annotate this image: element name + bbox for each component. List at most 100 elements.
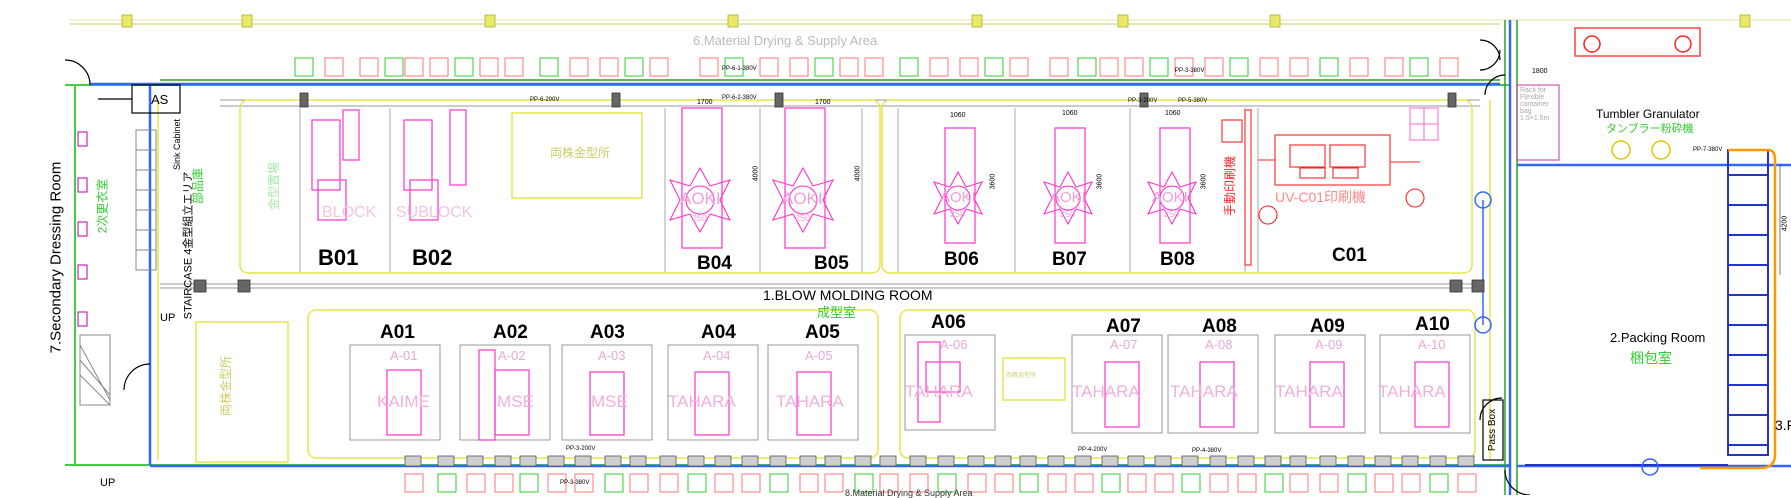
equipment-box bbox=[984, 57, 1004, 77]
room-label-supply: 6.Material Drying & Supply Area bbox=[693, 33, 878, 48]
equipment-box bbox=[437, 473, 457, 493]
machine-label-b06: B06 bbox=[944, 249, 979, 270]
brand-a08: TAHARA bbox=[1170, 382, 1238, 401]
rack-label: Rack for Flexible container bag 1.5×1.5m bbox=[1520, 87, 1550, 122]
pump-unit bbox=[519, 455, 537, 467]
brand-a05: TAHARA bbox=[776, 392, 844, 411]
brand-a04: TAHARA bbox=[668, 392, 736, 411]
equipment-box bbox=[687, 473, 707, 493]
pump-unit bbox=[629, 455, 647, 467]
dim-label: 1700 bbox=[815, 99, 831, 106]
mold-room-label: 両株金型所 bbox=[1006, 373, 1037, 379]
pump-unit bbox=[967, 455, 985, 467]
pump-unit bbox=[937, 455, 955, 467]
equipment-box bbox=[967, 473, 987, 493]
machine-label-c01: C01 bbox=[1332, 245, 1367, 266]
equipment-box bbox=[1101, 473, 1121, 493]
equipment-box bbox=[789, 57, 809, 77]
pump-unit bbox=[1429, 455, 1447, 467]
equipment-box bbox=[604, 473, 624, 493]
pump-unit bbox=[1127, 455, 1145, 467]
bottom-note: 8.Material Drying & Supply Area bbox=[845, 488, 973, 498]
machine-label-a03: A03 bbox=[590, 322, 625, 343]
tumbler-label-jp: タンブラー粉砕機 bbox=[1606, 123, 1694, 135]
equipment-box bbox=[714, 473, 734, 493]
equipment-box bbox=[294, 57, 314, 77]
machine-label-a02: A02 bbox=[493, 322, 528, 343]
dim-label: 4200 bbox=[1781, 215, 1789, 232]
aoki-size-b04: 250 bbox=[692, 213, 708, 223]
equipment-box bbox=[599, 57, 619, 77]
pump-unit bbox=[799, 455, 817, 467]
machine-label-a06: A06 bbox=[931, 312, 966, 333]
equipment-box bbox=[1409, 57, 1429, 77]
equipment-box bbox=[1019, 473, 1039, 493]
equipment-box bbox=[1204, 57, 1224, 77]
equipment-box bbox=[899, 57, 919, 77]
power-label: PP-3-380V bbox=[560, 480, 590, 486]
aoki-label-b08: AOKI bbox=[1152, 189, 1188, 206]
room-label-blow-molding: 1.BLOW MOLDING ROOM bbox=[763, 287, 933, 303]
aoki-label-b04: AOKI bbox=[680, 189, 721, 208]
pump-unit bbox=[1401, 455, 1419, 467]
power-label: PP-3-380V bbox=[1175, 68, 1205, 74]
machine-label-b05: B05 bbox=[814, 253, 849, 274]
machine-tag-a09: A-09 bbox=[1315, 337, 1343, 352]
equipment-box bbox=[929, 57, 949, 77]
pump-unit bbox=[854, 455, 872, 467]
equipment-box bbox=[864, 57, 884, 77]
pump-unit bbox=[824, 455, 842, 467]
equipment-box bbox=[699, 57, 719, 77]
equipment-box bbox=[1401, 473, 1421, 493]
brand-a02: MSE bbox=[497, 392, 534, 411]
equipment-box bbox=[799, 473, 819, 493]
equipment-box bbox=[1347, 473, 1367, 493]
brand-a01: KAIME bbox=[377, 392, 430, 411]
equipment-box bbox=[994, 473, 1014, 493]
as-label: AS bbox=[151, 92, 169, 107]
dim-label: 1700 bbox=[697, 99, 713, 106]
equipment-box bbox=[359, 57, 379, 77]
equipment-box bbox=[854, 473, 874, 493]
brand-a06: TAHARA bbox=[905, 382, 973, 401]
machine-label-b04: B04 bbox=[697, 253, 732, 274]
equipment-box bbox=[1457, 473, 1477, 493]
pump-unit bbox=[547, 455, 565, 467]
equipment-box bbox=[839, 57, 859, 77]
up-label: UP bbox=[160, 312, 176, 324]
machine-tag-a04: A-04 bbox=[703, 348, 731, 363]
aoki-size-b06: 250 bbox=[950, 209, 966, 219]
pump-unit bbox=[1319, 455, 1337, 467]
equipment-box bbox=[1237, 473, 1257, 493]
equipment-box bbox=[909, 473, 929, 493]
equipment-box bbox=[1289, 473, 1309, 493]
dim-label: 4000 bbox=[854, 165, 862, 182]
uv-printer-label: UV-C01印刷機 bbox=[1275, 189, 1367, 205]
pump-unit bbox=[574, 455, 592, 467]
machine-tag-a05: A-05 bbox=[805, 348, 833, 363]
tumbler-label: Tumbler Granulator bbox=[1596, 107, 1700, 121]
room-label-dressing-jp: 2次更衣室 bbox=[95, 178, 110, 234]
machine-label-a05: A05 bbox=[805, 322, 840, 343]
equipment-box bbox=[454, 57, 474, 77]
brand-a07: TAHARA bbox=[1072, 382, 1140, 401]
pump-unit bbox=[604, 455, 622, 467]
dim-label: 1060 bbox=[1062, 110, 1078, 117]
dim-label: 1060 bbox=[1165, 110, 1181, 117]
pump-unit bbox=[1047, 455, 1065, 467]
pump-unit bbox=[1154, 455, 1172, 467]
dim-label: 1060 bbox=[950, 112, 966, 119]
machine-tag-a03: A-03 bbox=[598, 348, 626, 363]
equipment-box bbox=[1181, 473, 1201, 493]
equipment-box bbox=[1127, 473, 1147, 493]
equipment-box bbox=[384, 57, 404, 77]
equipment-box bbox=[1439, 57, 1459, 77]
pump-unit bbox=[741, 455, 759, 467]
equipment-box bbox=[547, 473, 567, 493]
machine-tag-a02: A-02 bbox=[498, 348, 526, 363]
equipment-box bbox=[519, 473, 539, 493]
equipment-box bbox=[574, 473, 594, 493]
brand-a09: TAHARA bbox=[1275, 382, 1343, 401]
equipment-box bbox=[659, 473, 679, 493]
